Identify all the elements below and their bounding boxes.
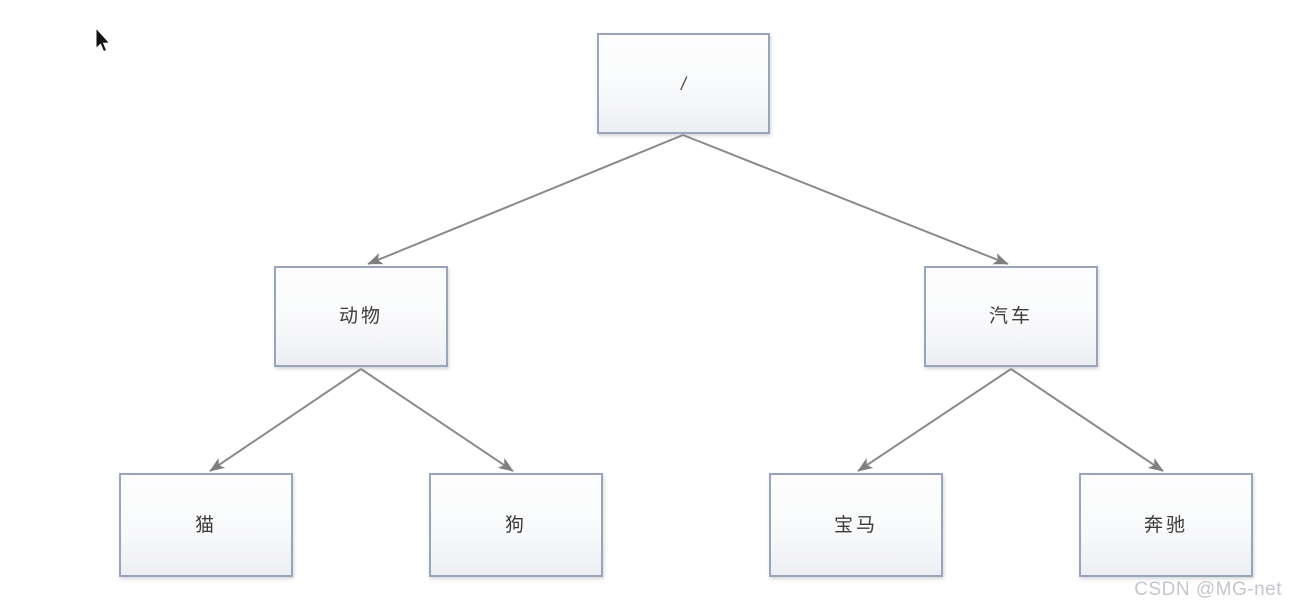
tree-edge-animals-to-dog (360, 368, 514, 472)
tree-node-root[interactable]: / (597, 33, 770, 134)
tree-node-benz[interactable]: 奔驰 (1079, 473, 1253, 577)
tree-node-label: 奔驰 (1143, 514, 1188, 536)
tree-node-label: 宝马 (833, 514, 878, 536)
tree-edge-cars-to-bmw (857, 368, 1012, 472)
tree-node-label: 汽车 (988, 306, 1033, 327)
tree-edge-animals-to-cat (209, 368, 362, 472)
tree-node-cars[interactable]: 汽车 (924, 266, 1098, 367)
watermark: CSDN @MG-net (1134, 579, 1282, 600)
tree-node-label: 狗 (504, 514, 527, 536)
tree-edge-root-to-cars (682, 134, 1009, 265)
tree-node-dog[interactable]: 狗 (429, 473, 603, 577)
tree-node-label: 动物 (338, 306, 383, 327)
tree-node-cat[interactable]: 猫 (119, 473, 293, 577)
tree-edge-root-to-animals (367, 134, 684, 265)
tree-edge-cars-to-benz (1010, 368, 1164, 472)
tree-node-label: 猫 (194, 514, 217, 536)
tree-node-animals[interactable]: 动物 (274, 266, 448, 367)
tree-node-label: / (680, 73, 686, 94)
mouse-cursor-icon (95, 27, 111, 53)
tree-node-bmw[interactable]: 宝马 (769, 473, 943, 577)
